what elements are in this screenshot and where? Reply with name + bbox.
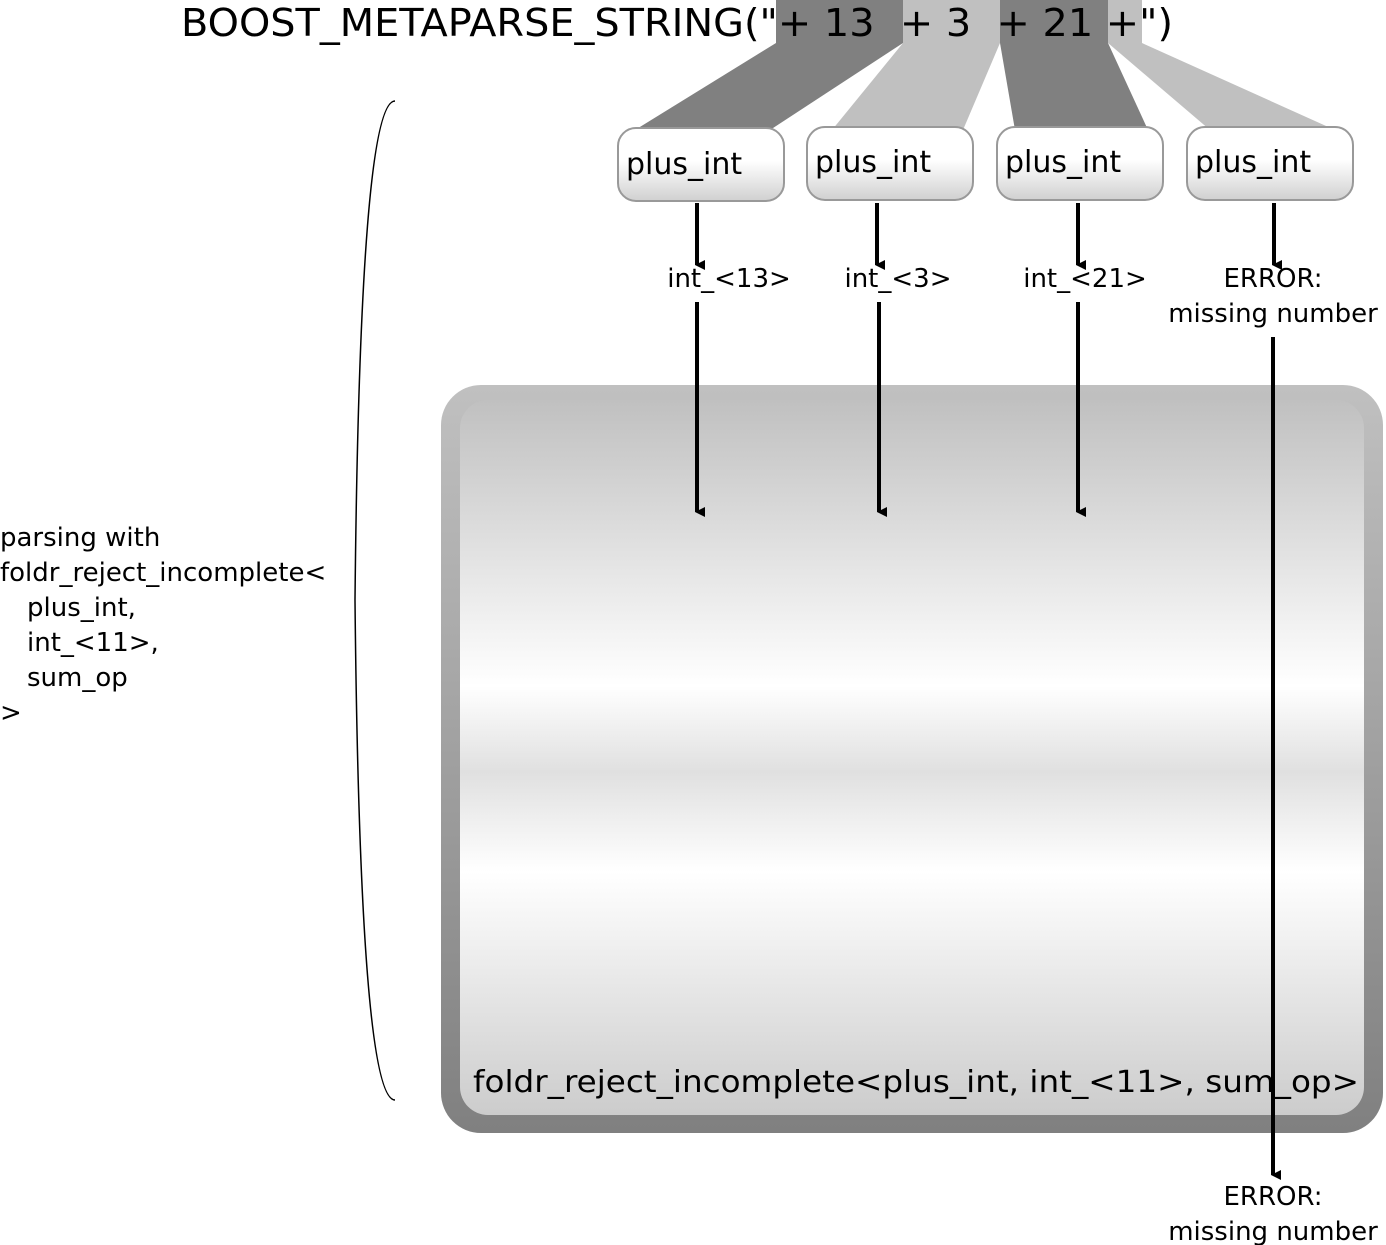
segment-funnel-1 xyxy=(635,43,903,130)
side-note-line: > xyxy=(0,698,22,728)
short-arrows xyxy=(695,203,1282,270)
input-string-title: BOOST_METAPARSE_STRING("+ 13 + 3 + 21 +"… xyxy=(181,1,1173,45)
parser-label: plus_int xyxy=(1195,145,1311,180)
segment-funnel-4 xyxy=(1108,43,1335,130)
side-note-line: sum_op xyxy=(27,663,128,693)
parser-label: plus_int xyxy=(815,145,931,180)
side-note-line: int_<11>, xyxy=(27,628,159,658)
parser-box-2: plus_int xyxy=(806,126,974,201)
final-error-line1: ERROR: xyxy=(1223,1182,1322,1212)
parser-label: plus_int xyxy=(1005,145,1121,180)
segment-highlight-2 xyxy=(903,0,1000,43)
final-error-line2: missing number xyxy=(1168,1217,1378,1245)
side-note-line: parsing with xyxy=(0,523,160,553)
parser-box-3: plus_int xyxy=(996,126,1164,201)
parser-label: plus_int xyxy=(626,147,742,182)
side-note-line: foldr_reject_incomplete< xyxy=(0,558,326,588)
error-label-line1: ERROR: xyxy=(1223,264,1322,294)
segment-funnel-2 xyxy=(832,43,1000,130)
error-label-line2: missing number xyxy=(1168,299,1378,329)
segment-funnel-3 xyxy=(1000,43,1148,130)
parser-box-1: plus_int xyxy=(617,127,785,202)
parser-box-4: plus_int xyxy=(1186,126,1354,201)
result-label-1: int_<13> xyxy=(667,264,791,294)
segment-highlight-3 xyxy=(1000,0,1108,43)
combinator-label: foldr_reject_incomplete<plus_int, int_<1… xyxy=(473,1065,1359,1100)
result-label-3: int_<21> xyxy=(1023,264,1147,294)
segment-highlight-4 xyxy=(1108,0,1142,43)
segment-highlight-1 xyxy=(776,0,903,43)
result-label-2: int_<3> xyxy=(844,264,951,294)
side-note-line: plus_int, xyxy=(27,593,136,623)
brace xyxy=(354,100,396,1101)
combinator-box: foldr_reject_incomplete<plus_int, int_<1… xyxy=(441,385,1383,1133)
